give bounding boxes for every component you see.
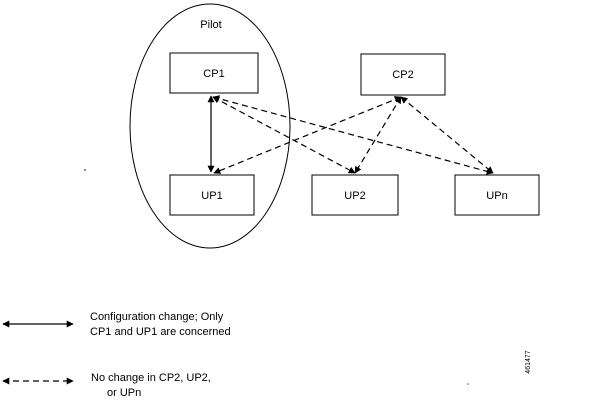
link-cp1-upn bbox=[212, 95, 494, 175]
node-upn-label: UPn bbox=[486, 190, 507, 202]
node-cp2-label: CP2 bbox=[392, 69, 413, 81]
node-cp1: CP1 bbox=[169, 52, 259, 94]
link-cp1-up2 bbox=[212, 96, 356, 174]
node-cp2-box bbox=[360, 53, 446, 96]
link-cp2-upn bbox=[400, 96, 494, 174]
node-cp2: CP2 bbox=[360, 53, 446, 96]
legend-dashed-text-1: No change in CP2, UP2, bbox=[91, 372, 211, 384]
legend-solid: Configuration change; Only CP1 and UP1 a… bbox=[2, 311, 231, 338]
figure-id: 461477 bbox=[525, 350, 532, 373]
node-upn-box bbox=[454, 174, 540, 216]
pilot-label: Pilot bbox=[200, 19, 221, 31]
node-up1-box bbox=[169, 174, 255, 216]
legend-solid-text-2: CP1 and UP1 are concerned bbox=[90, 326, 231, 338]
link-cp2-up1 bbox=[213, 96, 402, 174]
stray-dot bbox=[84, 169, 86, 171]
node-cp1-box bbox=[169, 52, 259, 94]
legend-dashed: No change in CP2, UP2, or UPn bbox=[2, 372, 211, 399]
legend-dashed-text-2: or UPn bbox=[107, 387, 141, 399]
node-up2-label: UP2 bbox=[344, 190, 365, 202]
node-up2: UP2 bbox=[311, 174, 399, 216]
node-up2-box bbox=[311, 174, 399, 216]
legend-solid-text-1: Configuration change; Only bbox=[90, 311, 224, 323]
node-upn: UPn bbox=[454, 174, 540, 216]
node-cp1-label: CP1 bbox=[203, 68, 224, 80]
node-up1-label: UP1 bbox=[201, 190, 222, 202]
node-up1: UP1 bbox=[169, 174, 255, 216]
link-cp2-up2 bbox=[354, 96, 402, 174]
stray-dot bbox=[467, 383, 469, 385]
